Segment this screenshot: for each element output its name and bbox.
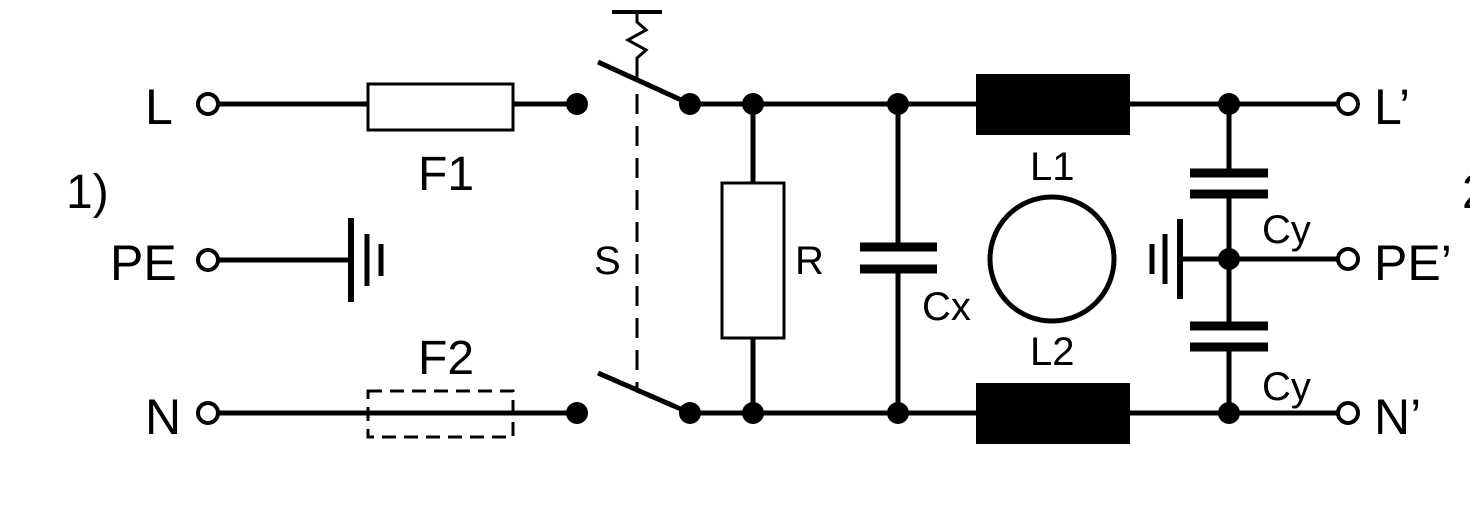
switch-s-blade-top <box>596 59 692 107</box>
capacitor-cy-bottom-label: Cy <box>1262 365 1311 409</box>
terminal-pe-out <box>1336 247 1360 271</box>
terminal-label-pe-out: PE’ <box>1374 235 1452 291</box>
resistor-r-label: R <box>795 239 824 283</box>
terminal-n-in <box>196 401 220 425</box>
fuse-f2-label: F2 <box>418 332 474 385</box>
terminal-label-l: L <box>145 79 173 135</box>
switch-s-blade-bottom <box>597 370 691 416</box>
choke-l2-label: L2 <box>1030 330 1075 374</box>
terminal-label-pe: PE <box>110 235 177 291</box>
terminal-n-out <box>1336 401 1360 425</box>
choke-core <box>987 194 1117 324</box>
terminal-label-n: N <box>145 389 181 445</box>
choke-l1-label: L1 <box>1030 145 1075 189</box>
terminal-label-n-out: N’ <box>1374 389 1421 445</box>
terminal-label-l-out: L’ <box>1374 79 1410 135</box>
choke-l2-winding <box>976 383 1130 444</box>
fuse-f2 <box>366 389 515 439</box>
fuse-f1-label: F1 <box>418 148 474 201</box>
terminal-l-out <box>1336 92 1360 116</box>
switch-s-label: S <box>594 239 621 283</box>
capacitor-cx-label: Cx <box>922 285 971 329</box>
diagram-number-label: 1) <box>66 166 109 219</box>
fuse-f1 <box>366 82 515 132</box>
resistor-r <box>720 181 786 340</box>
edge-fragment-label: 2 <box>1462 166 1470 219</box>
node-n-switch-in <box>566 402 588 424</box>
terminal-pe-in <box>196 248 220 272</box>
node-l-switch-in <box>566 93 588 115</box>
capacitor-cy-top-label: Cy <box>1262 208 1311 252</box>
choke-l1-winding <box>976 74 1130 135</box>
switch-s-actuator-spring <box>624 12 649 80</box>
terminal-l-in <box>196 92 220 116</box>
